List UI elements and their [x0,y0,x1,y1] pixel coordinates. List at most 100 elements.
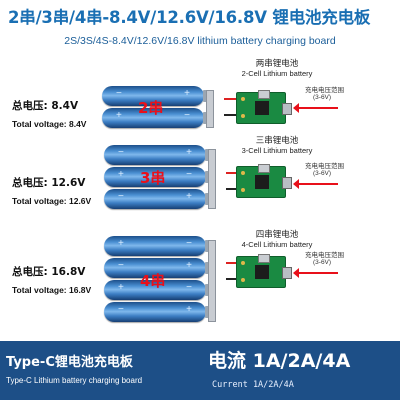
battery-cap [203,112,208,124]
terminal-mark: + [186,191,192,202]
battery-cell: − + [104,258,210,278]
solder-pad [241,171,245,175]
terminal-mark: − [184,110,190,121]
nickel-strip [208,240,216,322]
usb-c-port [282,103,292,115]
header-banner: 2串/3串/4串-8.4V/12.6V/16.8V 锂电池充电板 2S/3S/4… [0,0,400,58]
header-title: 2串/3串/4串-8.4V/12.6V/16.8V 锂电池充电板 [8,8,371,27]
terminal-mark: + [118,169,124,180]
range-cn: 充电电压范围 [305,86,344,94]
range-en: (3-6V) [313,94,332,101]
terminal-mark: − [186,238,192,249]
voltage-en: Total voltage: 16.8V [12,285,92,295]
arrow-icon [293,103,338,113]
battery-cell: + − [104,167,210,187]
footer-current-subtitle: Current 1A/2A/4A [212,380,294,390]
terminal-mark: − [116,88,122,99]
charge-range-4s: 充电电压范围 (3-6V) [305,249,344,266]
battery-cell: − + [104,189,210,209]
range-en: (3-6V) [313,259,332,266]
battery-cap [205,149,210,161]
solder-pad [241,97,245,101]
footer-current-title: 电流 1A/2A/4A [208,350,351,372]
usb-c-port [282,267,292,279]
range-en: (3-6V) [313,170,332,177]
battery-cap [205,240,210,252]
battery-cell: + − [102,108,208,128]
arrow-icon [293,268,338,278]
voltage-en: Total voltage: 12.6V [12,196,92,206]
black-wire [226,278,236,280]
voltage-cn: 总电压: 16.8V [12,266,86,278]
battery-cell: + − [104,236,210,256]
solder-pad [241,114,245,118]
voltage-label-3s: 总电压: 12.6V Total voltage: 12.6V [12,175,91,206]
voltage-label-2s: 总电压: 8.4V Total voltage: 8.4V [12,98,86,129]
battery-cap [205,193,210,205]
charging-board-4s [236,254,292,288]
terminal-mark: − [186,169,192,180]
board-title-cn: 两串锂电池 [255,59,299,69]
footer-product-subtitle: Type-C Lithium battery charging board [6,376,143,385]
terminal-mark: + [186,147,192,158]
charge-range-3s: 充电电压范围 (3-6V) [305,160,344,177]
battery-cap [205,284,210,296]
black-wire [224,114,236,116]
battery-cell: − + [104,302,210,322]
battery-cell: + − [104,280,210,300]
charging-board-3s [236,164,292,198]
battery-cell: − + [102,86,208,106]
charging-board-2s [236,90,292,124]
board-title-en: 2-Cell Lithium battery [241,69,313,78]
voltage-cn: 总电压: 12.6V [12,177,86,189]
board-title-cn: 三串锂电池 [255,136,299,146]
battery-cap [205,306,210,318]
battery-cap [203,90,208,102]
black-wire [226,188,236,190]
footer-product-title: Type-C锂电池充电板 [6,355,133,370]
solder-pad [241,261,245,265]
terminal-mark: + [184,88,190,99]
inductor [258,164,270,173]
solder-pad [241,188,245,192]
usb-c-port [282,177,292,189]
chip [255,101,269,115]
chip [255,175,269,189]
terminal-mark: − [118,260,124,271]
header-subtitle: 2S/3S/4S-8.4V/12.6V/16.8V lithium batter… [64,35,336,47]
battery-cell: − + [104,145,210,165]
terminal-mark: + [186,304,192,315]
terminal-mark: − [186,282,192,293]
voltage-label-4s: 总电压: 16.8V Total voltage: 16.8V [12,264,91,295]
battery-pack-2s: − + + − 2串 [102,86,222,136]
series-tag: 3串 [140,169,166,187]
voltage-cn: 总电压: 8.4V [12,100,79,112]
inductor [258,254,270,263]
battery-pack-4s: + − − + + − − + 4串 [104,236,224,330]
range-cn: 充电电压范围 [305,251,344,259]
red-wire [226,172,236,174]
solder-pad [241,278,245,282]
footer-banner: Type-C锂电池充电板 Type-C Lithium battery char… [0,341,400,400]
terminal-mark: − [118,304,124,315]
series-tag: 2串 [138,99,164,117]
board-title-2s: 两串锂电池 2-Cell Lithium battery [232,57,322,78]
battery-cap [205,262,210,274]
voltage-en: Total voltage: 8.4V [12,119,87,129]
nickel-strip [206,90,214,128]
terminal-mark: + [186,260,192,271]
board-title-cn: 四串锂电池 [255,230,299,240]
terminal-mark: + [118,238,124,249]
arrow-icon [293,179,338,189]
terminal-mark: − [118,147,124,158]
board-title-3s: 三串锂电池 3-Cell Lithium battery [232,134,322,155]
battery-cap [205,171,210,183]
board-title-en: 4-Cell Lithium battery [241,240,313,249]
chip [255,265,269,279]
board-title-en: 3-Cell Lithium battery [241,146,313,155]
range-cn: 充电电压范围 [305,162,344,170]
charge-range-2s: 充电电压范围 (3-6V) [305,84,344,101]
series-tag: 4串 [140,272,166,290]
red-wire [226,262,236,264]
